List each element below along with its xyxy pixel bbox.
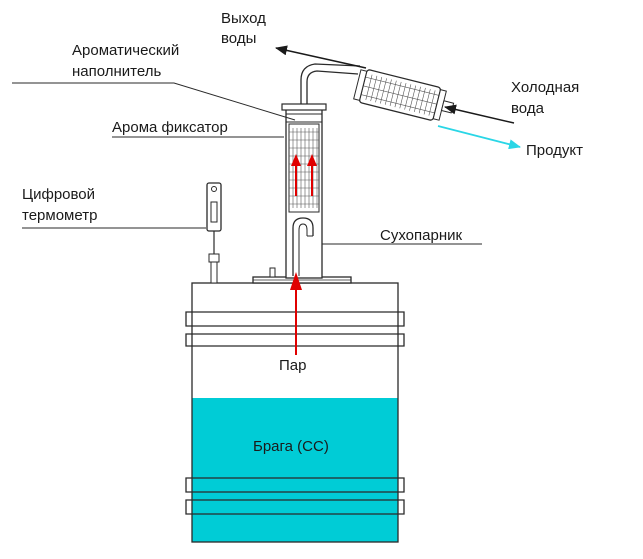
water-out-arrow bbox=[275, 45, 367, 69]
aromatic-filler-leader bbox=[12, 82, 296, 121]
cold-water-label-line1: Холодная bbox=[511, 79, 579, 96]
dry-steamer-column bbox=[281, 103, 327, 279]
water-out-label-line2: воды bbox=[221, 30, 256, 47]
mash-liquid bbox=[192, 398, 398, 542]
steam-label: Пар bbox=[279, 357, 306, 374]
digital-thermometer bbox=[206, 182, 222, 284]
vapor-pipe bbox=[300, 63, 361, 104]
steam-arrow bbox=[290, 272, 302, 355]
dry-steamer-label: Сухопарник bbox=[380, 227, 462, 244]
aromatic-filler-label-line1: Ароматический bbox=[72, 42, 179, 59]
condenser bbox=[353, 69, 455, 121]
aromatic-filler-label-line2: наполнитель bbox=[72, 63, 161, 80]
product-arrow bbox=[437, 125, 521, 150]
mash-label: Брага (СС) bbox=[253, 438, 329, 455]
aroma-basket bbox=[288, 123, 320, 213]
water-out-label-line1: Выход bbox=[221, 10, 266, 27]
dry-steamer-tube bbox=[292, 217, 314, 276]
mash-keg bbox=[185, 267, 405, 543]
thermometer-label-line2: термометр bbox=[22, 207, 97, 224]
product-label: Продукт bbox=[526, 142, 583, 159]
aroma-fixator-label: Арома фиксатор bbox=[112, 119, 228, 136]
steam-inner-arrows bbox=[291, 154, 317, 196]
keg-bottom-ribs bbox=[185, 477, 405, 515]
cold-water-label-line2: вода bbox=[511, 100, 545, 117]
thermometer-label-line1: Цифровой bbox=[22, 186, 95, 203]
column-cap bbox=[281, 103, 327, 111]
cold-water-in-arrow bbox=[444, 104, 515, 124]
